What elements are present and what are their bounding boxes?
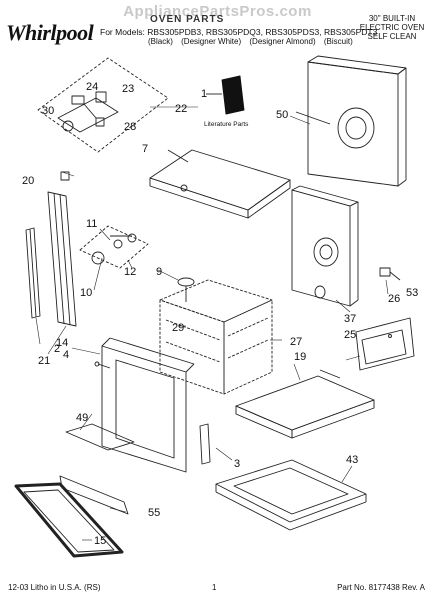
- side-trim-strip-part: [25, 227, 41, 319]
- vent-strip-part: [65, 423, 135, 451]
- finish-label: (Black): [148, 37, 173, 46]
- door-frame-part: [101, 337, 195, 473]
- watermark: AppliancePartsPros.com: [123, 3, 312, 20]
- callout-11: 11: [86, 218, 97, 230]
- finish-label: (Biscuit): [323, 37, 353, 46]
- right-side-panel-part: [355, 317, 415, 371]
- callout-26: 26: [388, 293, 400, 305]
- callout-22: 22: [175, 103, 187, 115]
- callout-27: 27: [290, 336, 302, 348]
- door-trim-part: [59, 475, 129, 515]
- door-gasket-part: [14, 482, 124, 558]
- rear-panel-part: [295, 55, 407, 187]
- literature-parts-booklet: [206, 75, 245, 115]
- page-number: 1: [212, 583, 217, 592]
- finish-label: (Designer Almond): [249, 37, 316, 46]
- callout-10: 10: [80, 287, 92, 299]
- literature-parts-label: Literature Parts: [204, 121, 249, 128]
- callout-28: 28: [124, 121, 136, 133]
- oven-cavity-part: [159, 279, 273, 395]
- leader-lines: [35, 106, 389, 541]
- callout-23: 23: [122, 83, 134, 95]
- callout-15: 15: [94, 535, 106, 547]
- callout-37: 37: [344, 313, 356, 325]
- callout-14: 14: [56, 337, 68, 349]
- callout-3: 3: [234, 458, 240, 470]
- callout-43: 43: [346, 454, 358, 466]
- product-desc-line: 30" BUILT-IN: [368, 14, 416, 23]
- screw-part: [94, 361, 111, 369]
- footer-print-info: 12-03 Litho in U.S.A. (RS): [8, 583, 101, 592]
- callout-30: 30: [42, 105, 54, 117]
- callout-2: 2: [54, 343, 60, 355]
- bottom-tray-part: [235, 369, 375, 439]
- product-desc-line: SELF CLEAN: [367, 32, 417, 41]
- callout-20: 20: [22, 175, 34, 187]
- product-desc-line: ELECTRIC OVEN: [359, 23, 425, 32]
- callout-4: 4: [63, 349, 69, 361]
- callout-29: 29: [172, 322, 184, 334]
- finish-list: (Black) (Designer White) (Designer Almon…: [148, 37, 359, 46]
- part-number: Part No. 8177438 Rev. A: [337, 583, 425, 592]
- mounting-bracket-part: [291, 185, 359, 307]
- callout-25: 25: [344, 329, 356, 341]
- callout-49: 49: [76, 412, 88, 424]
- callout-24: 24: [86, 81, 98, 93]
- hinge-part: [199, 423, 211, 465]
- side-frame-part: [47, 171, 77, 327]
- sensor-probe-part: [177, 277, 195, 302]
- callout-19: 19: [294, 351, 306, 363]
- callout-1: 1: [201, 88, 207, 100]
- callout-53: 53: [406, 287, 418, 299]
- control-knob-group: [79, 225, 149, 269]
- callout-12: 12: [124, 266, 136, 278]
- callout-50: 50: [276, 109, 288, 121]
- terminal-block-part: [57, 91, 119, 133]
- model-list: For Models: RBS305PDB3, RBS305PDQ3, RBS3…: [100, 27, 378, 37]
- callout-7: 7: [142, 143, 148, 155]
- callout-9: 9: [156, 266, 162, 278]
- callout-21: 21: [38, 355, 50, 367]
- callout-55: 55: [148, 507, 160, 519]
- terminal-group-outline: [37, 57, 169, 153]
- switch-part: [379, 267, 401, 281]
- finish-label: (Designer White): [181, 37, 242, 46]
- brand-logo: Whirlpool: [6, 20, 94, 45]
- page-title: OVEN PARTS: [150, 14, 225, 25]
- product-description: 30" BUILT-IN ELECTRIC OVEN SELF CLEAN: [357, 14, 427, 41]
- drawer-pan-part: [215, 459, 367, 531]
- top-cover-part: [149, 149, 291, 219]
